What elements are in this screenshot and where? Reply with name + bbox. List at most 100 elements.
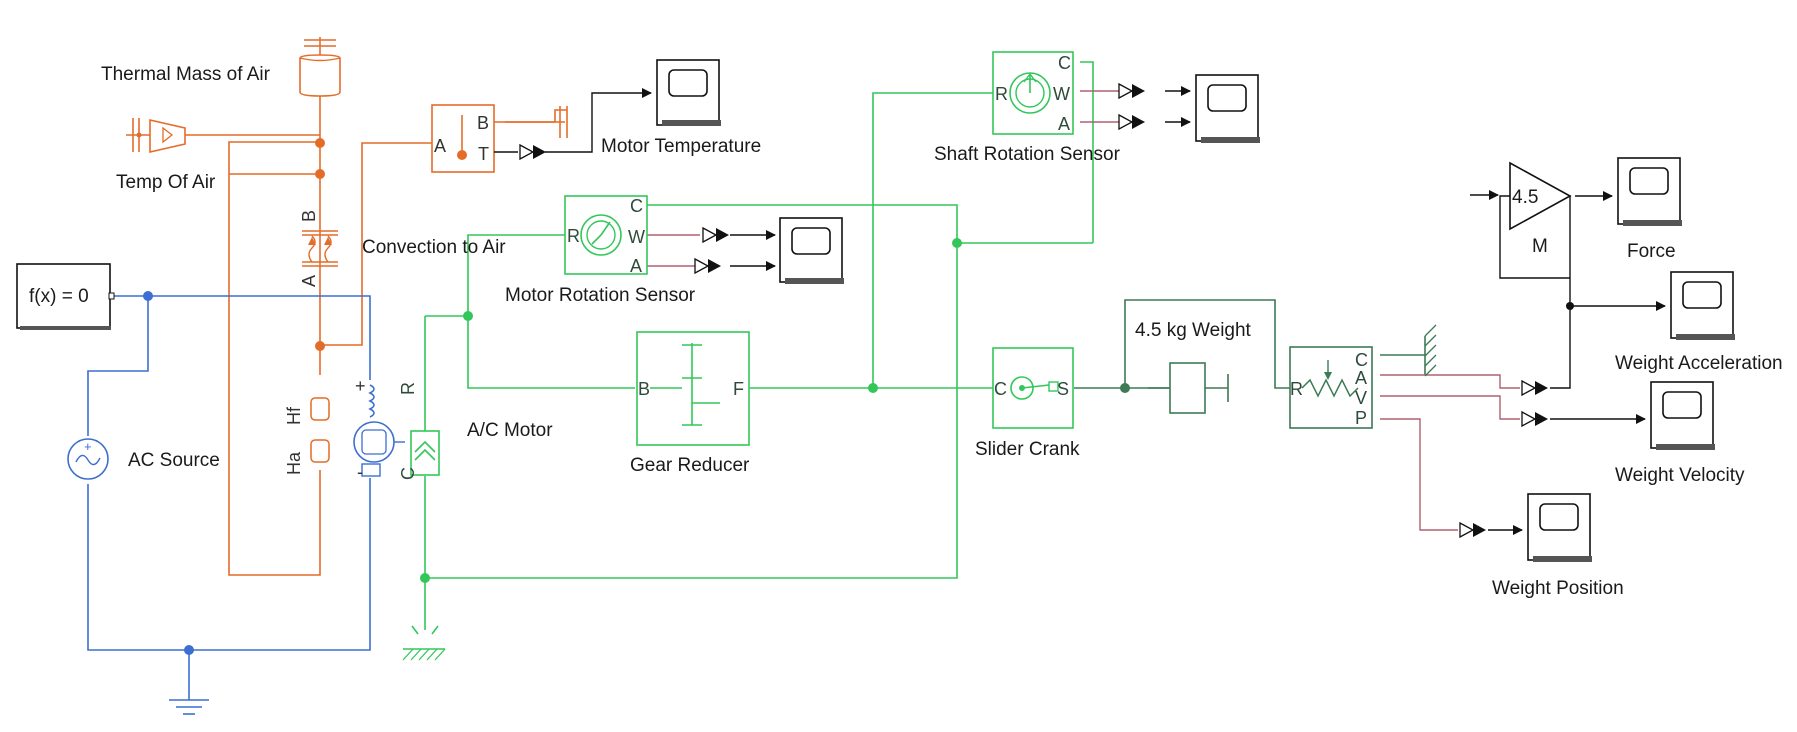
motor-plus: +: [355, 376, 366, 396]
shaft-rotation-sensor-label: Shaft Rotation Sensor: [934, 144, 1121, 165]
convection-icon: [302, 230, 338, 267]
shaft-rotation-sensor-block[interactable]: R C W A Shaft Rotation Sensor: [934, 51, 1145, 165]
port-hf: Hf: [284, 406, 304, 425]
mrs-port-r: R: [567, 226, 580, 246]
ts-port-r: R: [1290, 379, 1303, 399]
gear-reducer-block[interactable]: B F Gear Reducer: [630, 331, 750, 476]
gain-label: M: [1532, 236, 1548, 257]
gear-port-b: B: [638, 379, 650, 399]
shaft-scopes[interactable]: [1195, 74, 1260, 143]
weight-acceleration-scope[interactable]: Weight Acceleration: [1615, 271, 1783, 374]
ts-port-a: A: [1355, 368, 1367, 388]
crank-port-c: C: [994, 379, 1007, 399]
scope-icon: [1207, 84, 1247, 112]
gain-block[interactable]: 4.5 M: [1509, 161, 1572, 257]
rotational-reference-icon: [410, 430, 440, 476]
mechanical-ground: [402, 625, 446, 661]
junction-dots: [143, 138, 1574, 655]
ts-port-p: P: [1355, 408, 1367, 428]
ref-port-c: C: [398, 467, 418, 480]
motor-minus: -: [357, 462, 363, 482]
gain-value: 4.5: [1512, 187, 1538, 208]
gain-icon: [1509, 161, 1572, 231]
scope-icon: [1662, 391, 1702, 419]
srs-port-r: R: [995, 84, 1008, 104]
scope-icon: [1629, 167, 1669, 195]
ps-simulink-converter-icon: [1459, 379, 1548, 539]
slider-crank-label: Slider Crank: [975, 439, 1080, 460]
fx-label: f(x) = 0: [29, 286, 89, 307]
temp-sensor-port-a: A: [434, 136, 446, 156]
translational-ground: [1424, 324, 1437, 377]
scope-icon: [668, 69, 708, 97]
motor-velocity-scope[interactable]: [779, 217, 844, 284]
mrs-port-a: A: [630, 256, 642, 276]
temp-of-air-block[interactable]: Temp Of Air: [116, 118, 216, 193]
ac-motor-label: A/C Motor: [467, 420, 553, 441]
convection-label: Convection to Air: [362, 237, 506, 258]
mrs-port-c: C: [630, 196, 643, 216]
translational-sensor-icon: [1301, 360, 1359, 398]
thermal-mass-label: Thermal Mass of Air: [101, 64, 271, 85]
motor-rotation-sensor-label: Motor Rotation Sensor: [505, 285, 696, 306]
motor-rotation-sensor-block[interactable]: R C W A Motor Rotation Sensor: [505, 195, 729, 306]
thermal-wires: [185, 73, 567, 576]
temperature-sensor-block[interactable]: A B T: [431, 104, 568, 173]
temp-sensor-port-t: T: [478, 144, 489, 164]
temp-sensor-port-b: B: [477, 113, 489, 133]
weight-label: 4.5 kg Weight: [1135, 320, 1252, 341]
weight-position-label: Weight Position: [1492, 578, 1624, 599]
rotational-reference-block[interactable]: R C: [398, 382, 440, 480]
rotational-sensor-icon: [1009, 72, 1051, 114]
srs-port-c: C: [1058, 53, 1071, 73]
gear-reducer-label: Gear Reducer: [630, 455, 750, 476]
slider-crank-icon: [1010, 376, 1059, 400]
slider-crank-block[interactable]: C S Slider Crank: [975, 347, 1080, 460]
ac-plus: +: [84, 439, 92, 454]
heat-flow-sensor-ha[interactable]: Ha: [284, 439, 330, 475]
srs-port-w: W: [1053, 84, 1070, 104]
mass-block[interactable]: 4.5 kg Weight: [1135, 320, 1252, 414]
convection-port-a: A: [299, 275, 319, 287]
convection-block[interactable]: B A Convection to Air: [299, 210, 506, 287]
thermal-mass-icon: [299, 37, 341, 97]
weight-acceleration-label: Weight Acceleration: [1615, 353, 1783, 374]
rotational-sensor-icon: [580, 214, 622, 256]
scope-icon: [791, 227, 831, 255]
scope-icon: [1682, 281, 1722, 309]
thermal-mass-block[interactable]: Thermal Mass of Air: [101, 37, 341, 97]
convection-port-b: B: [299, 210, 319, 222]
gear-port-f: F: [733, 379, 744, 399]
weight-velocity-scope[interactable]: Weight Velocity: [1615, 381, 1745, 486]
ref-port-r: R: [398, 382, 418, 395]
motor-temperature-label: Motor Temperature: [601, 136, 761, 157]
ac-source-label: AC Source: [128, 450, 220, 471]
mass-icon: [1148, 362, 1229, 414]
ac-voltage-source-icon: +: [67, 438, 109, 480]
temperature-source-icon: [126, 118, 186, 154]
gear-icon: [650, 343, 720, 426]
electrical-ground: [169, 699, 209, 715]
ac-source-block[interactable]: + AC Source: [67, 438, 220, 480]
ac-motor-block[interactable]: + - A/C Motor: [353, 376, 553, 482]
heat-flow-sensor-hf[interactable]: Hf: [284, 397, 330, 425]
scope-icon: [1539, 503, 1579, 531]
crank-port-s: S: [1057, 379, 1069, 399]
ts-port-v: V: [1355, 388, 1367, 408]
translational-sensor-block[interactable]: R C A V P: [1289, 346, 1373, 429]
weight-position-scope[interactable]: Weight Position: [1492, 493, 1624, 599]
port-ha: Ha: [284, 451, 304, 475]
temp-of-air-label: Temp Of Air: [116, 172, 216, 193]
ts-port-c: C: [1355, 350, 1368, 370]
dc-motor-icon: [353, 384, 405, 477]
force-scope[interactable]: Force: [1617, 157, 1682, 262]
fx-solver-block[interactable]: f(x) = 0: [16, 263, 115, 330]
weight-velocity-label: Weight Velocity: [1615, 465, 1745, 486]
srs-port-a: A: [1058, 114, 1070, 134]
force-label: Force: [1627, 241, 1676, 262]
electrical-ground-icon: [169, 699, 209, 715]
electrical-wires: [87, 295, 371, 700]
motor-temperature-scope[interactable]: Motor Temperature: [601, 59, 761, 157]
temperature-sensor-icon: [457, 115, 467, 160]
